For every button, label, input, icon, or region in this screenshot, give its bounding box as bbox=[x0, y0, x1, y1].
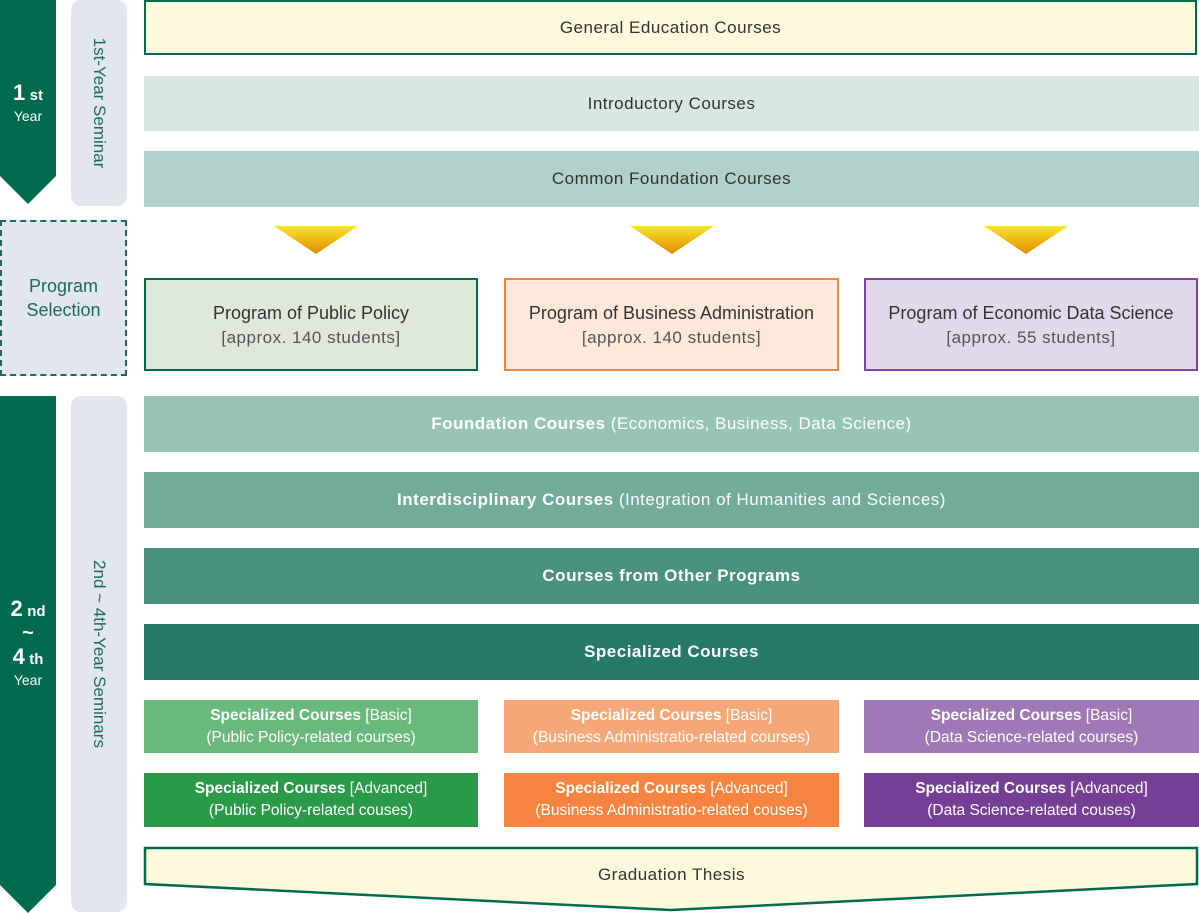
year-label: Year bbox=[13, 672, 43, 688]
graduation-thesis: Graduation Thesis bbox=[144, 850, 1199, 900]
year-range-tilde: ~ bbox=[22, 622, 34, 644]
program-name: Program of Economic Data Science bbox=[888, 302, 1174, 323]
specialized-advanced-data-science: Specialized Courses [Advanced] (Data Sci… bbox=[864, 773, 1199, 827]
course-title: Interdisciplinary Courses bbox=[397, 490, 614, 509]
course-level: [Advanced] bbox=[345, 780, 428, 797]
course-title: Specialized Courses bbox=[930, 706, 1082, 724]
seminar-label: 2nd ~ 4th-Year Seminars bbox=[90, 560, 109, 748]
arrow-down-icon bbox=[984, 226, 1068, 254]
specialized-advanced-business: Specialized Courses [Advanced] (Business… bbox=[504, 773, 839, 827]
course-title: Specialized Courses bbox=[584, 642, 759, 661]
program-name: Program of Business Administration bbox=[528, 302, 815, 323]
first-year-marker: 1 st Year bbox=[0, 0, 56, 204]
year-from-number: 2 bbox=[10, 596, 23, 621]
course-detail: (Data Science-related courses) bbox=[924, 728, 1139, 746]
year-number: 1 bbox=[12, 80, 26, 105]
course-label: Introductory Courses bbox=[587, 93, 756, 113]
courses-from-other-programs: Courses from Other Programs bbox=[144, 548, 1199, 604]
general-education-courses: General Education Courses bbox=[144, 0, 1197, 55]
specialized-advanced-public-policy: Specialized Courses [Advanced] (Public P… bbox=[144, 773, 478, 827]
course-detail: (Public Policy-related couses) bbox=[208, 802, 414, 819]
graduation-label: Graduation Thesis bbox=[597, 865, 746, 884]
course-detail: (Business Administratio-related courses) bbox=[532, 728, 811, 746]
course-detail: (Economics, Business, Data Science) bbox=[605, 414, 912, 433]
program-selection: Program Selection bbox=[0, 220, 127, 376]
course-level: [Basic] bbox=[360, 706, 412, 724]
common-foundation-courses: Common Foundation Courses bbox=[144, 151, 1199, 207]
course-title: Specialized Courses bbox=[570, 706, 722, 724]
introductory-courses: Introductory Courses bbox=[144, 76, 1199, 131]
program-capacity: [approx. 140 students] bbox=[581, 327, 762, 347]
course-detail: (Data Science-related couses) bbox=[927, 802, 1136, 819]
program-capacity: [approx. 55 students] bbox=[946, 327, 1116, 347]
arrow-down-icon bbox=[630, 226, 714, 254]
course-title: Specialized Courses bbox=[555, 780, 706, 797]
course-level: [Advanced] bbox=[705, 780, 788, 797]
course-level: [Basic] bbox=[721, 706, 773, 724]
later-years-seminar: 2nd ~ 4th-Year Seminars bbox=[71, 396, 127, 912]
specialized-basic-data-science: Specialized Courses [Basic] (Data Scienc… bbox=[864, 700, 1199, 753]
year-from-suffix: nd bbox=[27, 603, 46, 620]
course-title: Specialized Courses bbox=[194, 780, 346, 797]
graduation-thesis-shape bbox=[143, 846, 1199, 912]
program-public-policy: Program of Public Policy [approx. 140 st… bbox=[144, 278, 478, 371]
course-level: [Advanced] bbox=[1065, 780, 1148, 797]
specialized-basic-public-policy: Specialized Courses [Basic] (Public Poli… bbox=[144, 700, 478, 753]
seminar-label: 1st-Year Seminar bbox=[90, 37, 109, 169]
year-to-suffix: th bbox=[29, 651, 44, 668]
program-economic-data-science: Program of Economic Data Science [approx… bbox=[864, 278, 1198, 371]
course-detail: (Business Administratio-related couses) bbox=[535, 802, 808, 819]
program-selection-line2: Selection bbox=[26, 300, 101, 320]
later-years-marker: 2 nd ~ 4 th Year bbox=[0, 396, 56, 913]
year-label: Year bbox=[13, 108, 43, 124]
specialized-courses: Specialized Courses bbox=[144, 624, 1199, 680]
course-title: Specialized Courses bbox=[915, 780, 1066, 797]
course-title: Courses from Other Programs bbox=[542, 566, 801, 585]
program-capacity: [approx. 140 students] bbox=[221, 327, 401, 347]
program-business-administration: Program of Business Administration [appr… bbox=[504, 278, 839, 371]
course-detail: (Integration of Humanities and Sciences) bbox=[613, 490, 946, 509]
year-to-number: 4 bbox=[12, 644, 25, 669]
specialized-basic-business: Specialized Courses [Basic] (Business Ad… bbox=[504, 700, 839, 753]
course-title: Specialized Courses bbox=[210, 706, 361, 724]
first-year-seminar: 1st-Year Seminar bbox=[71, 0, 127, 206]
arrow-down-icon bbox=[274, 226, 358, 254]
course-label: General Education Courses bbox=[559, 17, 782, 37]
interdisciplinary-courses: Interdisciplinary Courses (Integration o… bbox=[144, 472, 1199, 528]
year-suffix: st bbox=[29, 87, 44, 104]
foundation-courses: Foundation Courses (Economics, Business,… bbox=[144, 396, 1199, 452]
program-selection-line1: Program bbox=[28, 276, 99, 296]
program-name: Program of Public Policy bbox=[212, 302, 410, 323]
course-title: Foundation Courses bbox=[431, 414, 606, 433]
course-label: Common Foundation Courses bbox=[551, 169, 792, 188]
course-level: [Basic] bbox=[1081, 706, 1133, 724]
course-detail: (Public Policy-related courses) bbox=[206, 728, 416, 746]
